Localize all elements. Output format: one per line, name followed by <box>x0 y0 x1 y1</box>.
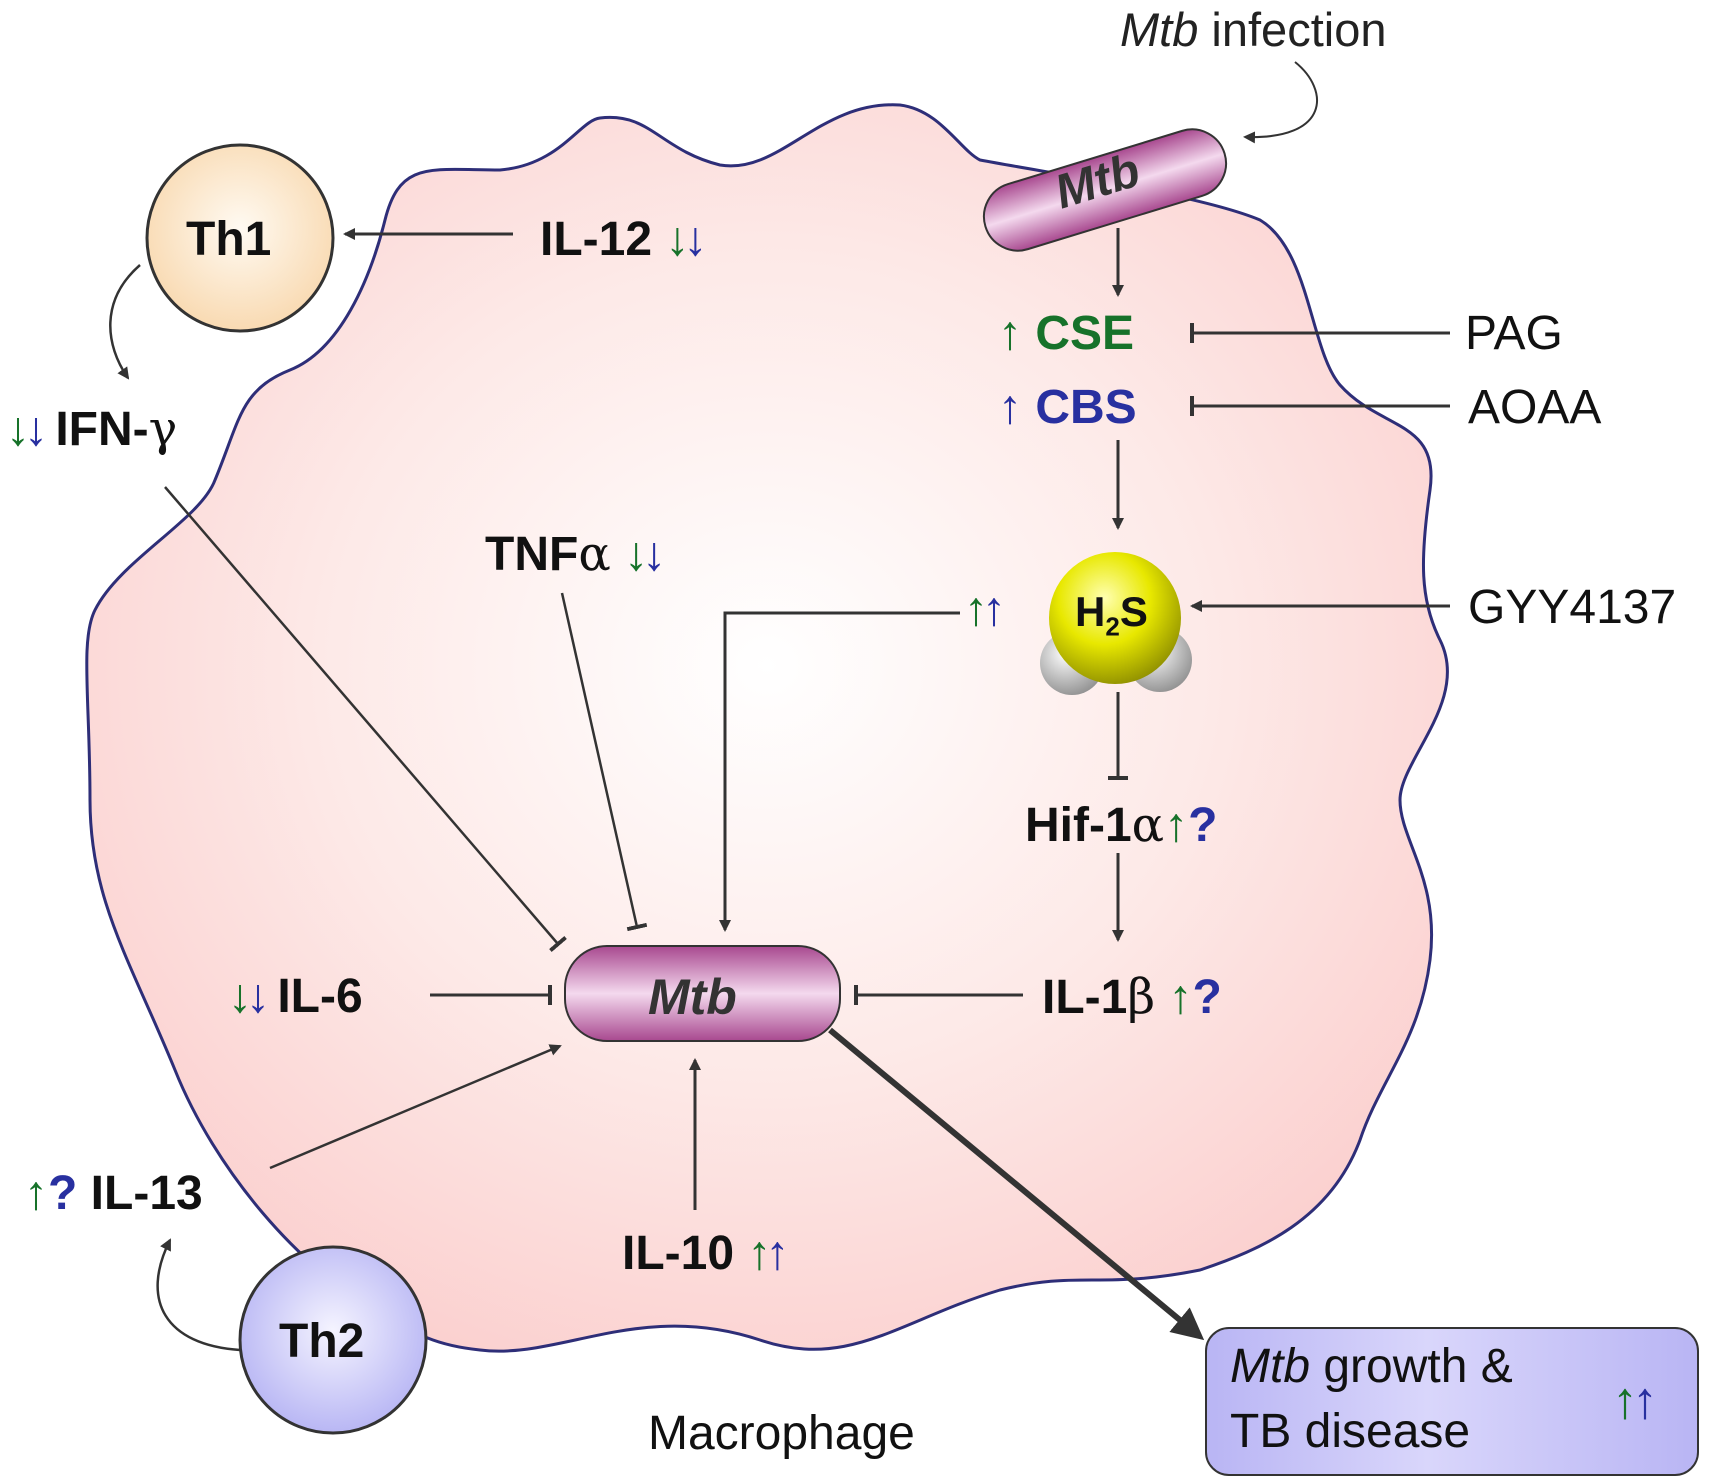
infection-mtb-italic: Mtb <box>1120 3 1199 56</box>
hif1a-arrow: ↑ <box>1164 799 1189 852</box>
il1b-beta-symbol: β <box>1127 969 1156 1025</box>
h2s-arrow-blue: ↑ <box>982 583 1006 636</box>
h2s-label: H2S <box>1075 588 1148 642</box>
il10-arrow-blue: ↑ <box>765 1227 789 1280</box>
outcome-line1: Mtb growth & <box>1230 1343 1513 1391</box>
outcome-arrow-blue: ↑ <box>1632 1372 1658 1430</box>
h2s-subscript: 2 <box>1105 611 1120 642</box>
il6-arrows: ↓↓ <box>228 970 270 1023</box>
infection-rest: infection <box>1198 3 1387 56</box>
mtb-internal-rod <box>564 945 841 1042</box>
th2-cell <box>238 1245 428 1435</box>
tnfa-alpha-symbol: α <box>578 526 611 582</box>
ifng-gamma-symbol: γ <box>148 401 178 457</box>
macrophage-label: Macrophage <box>648 1407 915 1460</box>
il10-arrow-green: ↑ <box>747 1227 771 1280</box>
cbs-label: ↑ CBS <box>998 384 1137 432</box>
outcome-arrow-green: ↑ <box>1612 1372 1638 1430</box>
il1b-arrow: ↑ <box>1168 971 1193 1024</box>
cbs-text: CBS <box>1035 381 1137 434</box>
outcome-line2: TB disease <box>1230 1405 1471 1458</box>
il12-arrow-green: ↓ <box>665 213 689 266</box>
outcome-mtb-italic: Mtb <box>1230 1340 1311 1393</box>
th2-to-il13-arrow <box>156 1238 241 1352</box>
ifng-arrows: ↓↓ <box>6 403 48 456</box>
h2s-arrow-green: ↑ <box>964 583 988 636</box>
tnfa-arrow-green: ↓ <box>624 528 648 581</box>
tnfa-arrow-blue: ↓ <box>642 528 666 581</box>
il6-arrow-blue: ↓ <box>246 970 270 1023</box>
h2s-h: H <box>1075 588 1106 635</box>
outcome-line1-rest: growth & <box>1310 1340 1513 1393</box>
mtb-external-rod <box>982 128 1228 252</box>
hif1a-alpha-symbol: α <box>1131 797 1165 853</box>
infection-label: Mtb infection <box>1120 6 1386 53</box>
hif1a-label: Hif-1α↑? <box>1025 801 1217 850</box>
il6-arrow-green: ↓ <box>228 970 252 1023</box>
h2s-molecule <box>1040 552 1192 695</box>
gyy4137-label: GYY4137 <box>1468 581 1677 634</box>
il12-label: IL-12 ↓↓ <box>540 213 707 266</box>
tnfa-arrows: ↓↓ <box>624 528 666 581</box>
il13-text: IL-13 <box>90 1167 203 1220</box>
il12-text: IL-12 <box>540 213 653 266</box>
outcome-box <box>1205 1327 1699 1476</box>
aoaa-label: AOAA <box>1468 381 1602 434</box>
hif1a-text: Hif-1 <box>1025 799 1132 852</box>
cse-text: CSE <box>1035 307 1135 360</box>
cbs-arrow: ↑ <box>998 381 1022 434</box>
il1b-label: IL-1β ↑? <box>1042 973 1222 1022</box>
mtb-internal-label: Mtb <box>648 969 737 1025</box>
il13-label: ↑? IL-13 <box>24 1170 203 1218</box>
th2-label: Th2 <box>279 1315 365 1368</box>
il10-arrows: ↑↑ <box>747 1227 789 1280</box>
ifng-label: ↓↓ IFN-γ <box>6 405 177 454</box>
il1b-text: IL-1 <box>1042 971 1128 1024</box>
tnfa-inhibits-mtb <box>560 592 648 932</box>
il12-arrow-blue: ↓ <box>683 213 707 266</box>
il13-to-mtb-arrow <box>269 1044 562 1170</box>
il12-arrows: ↓↓ <box>665 213 707 266</box>
hif1a-question: ? <box>1188 799 1218 852</box>
th1-cell <box>145 143 335 333</box>
th1-to-ifng-arrow <box>109 264 141 380</box>
ifng-inhibits-mtb <box>164 486 567 953</box>
tnfa-text: TNF <box>485 528 579 581</box>
h2s-to-mtb-arrow <box>719 611 960 932</box>
il10-label: IL-10 ↑↑ <box>622 1227 789 1280</box>
il10-text: IL-10 <box>622 1227 735 1280</box>
mtb-to-outcome-arrow <box>828 1027 1205 1341</box>
il1b-question: ? <box>1192 971 1222 1024</box>
ifng-text: IFN- <box>55 403 149 456</box>
h2s-arrows: ↑↑ <box>964 583 1006 636</box>
cse-label: ↑ CSE <box>998 310 1134 358</box>
infection-arrow <box>1243 61 1318 144</box>
tnfa-label: TNFα ↓↓ <box>485 528 666 581</box>
pag-label: PAG <box>1465 307 1563 360</box>
il6-text: IL-6 <box>277 970 363 1023</box>
ifng-arrow-green: ↓ <box>6 403 30 456</box>
ifng-arrow-blue: ↓ <box>24 403 48 456</box>
il6-label: ↓↓ IL-6 <box>228 973 363 1021</box>
h2s-s: S <box>1119 588 1148 635</box>
il13-arrow: ↑ <box>24 1167 48 1220</box>
outcome-arrows: ↑↑ <box>1612 1372 1658 1430</box>
il13-question: ? <box>48 1167 78 1220</box>
th1-label: Th1 <box>186 213 272 266</box>
cse-arrow: ↑ <box>998 307 1022 360</box>
